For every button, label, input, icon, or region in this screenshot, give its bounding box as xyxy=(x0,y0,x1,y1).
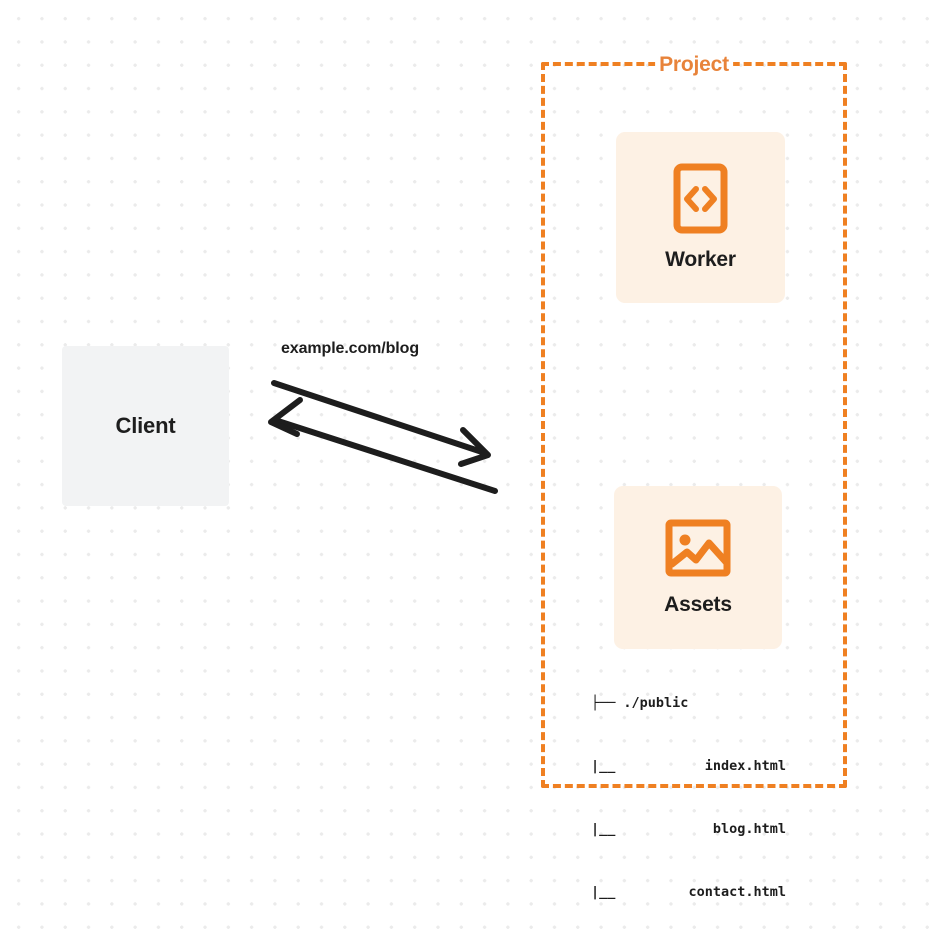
file-tree-row: |__ contact.html xyxy=(591,882,786,903)
image-icon xyxy=(665,519,731,577)
connector-label: example.com/blog xyxy=(281,340,419,357)
diagram-canvas: Client example.com/blog Project xyxy=(62,53,847,900)
tree-item-name: ./public xyxy=(623,695,689,711)
tree-item-name: contact.html xyxy=(688,884,786,900)
assets-card[interactable]: Assets xyxy=(614,486,782,649)
code-brackets-icon xyxy=(673,163,728,234)
tree-item-name: index.html xyxy=(704,758,786,774)
response-arrow-icon xyxy=(268,397,498,494)
client-label: Client xyxy=(115,413,176,438)
worker-card[interactable]: Worker xyxy=(616,132,785,303)
assets-file-tree: ├── ./public |__ index.html |__ blog.htm… xyxy=(591,651,786,945)
request-arrow-icon xyxy=(271,380,491,467)
tree-branch-glyph: |__ xyxy=(591,758,616,774)
tree-item-name: blog.html xyxy=(712,821,786,837)
file-tree-row: |__ index.html xyxy=(591,756,786,777)
file-tree-row: |__ blog.html xyxy=(591,819,786,840)
worker-label: Worker xyxy=(665,248,736,271)
project-group: Project Worker Assets xyxy=(541,53,847,900)
file-tree-row: ├── ./public xyxy=(591,693,786,714)
tree-branch-glyph: |__ xyxy=(591,884,616,900)
tree-branch-glyph: ├── xyxy=(591,695,616,711)
connector-arrows xyxy=(268,380,498,494)
tree-branch-glyph: |__ xyxy=(591,821,616,837)
client-node[interactable]: Client xyxy=(62,346,229,506)
assets-label: Assets xyxy=(664,592,732,616)
project-title: Project xyxy=(655,53,733,77)
